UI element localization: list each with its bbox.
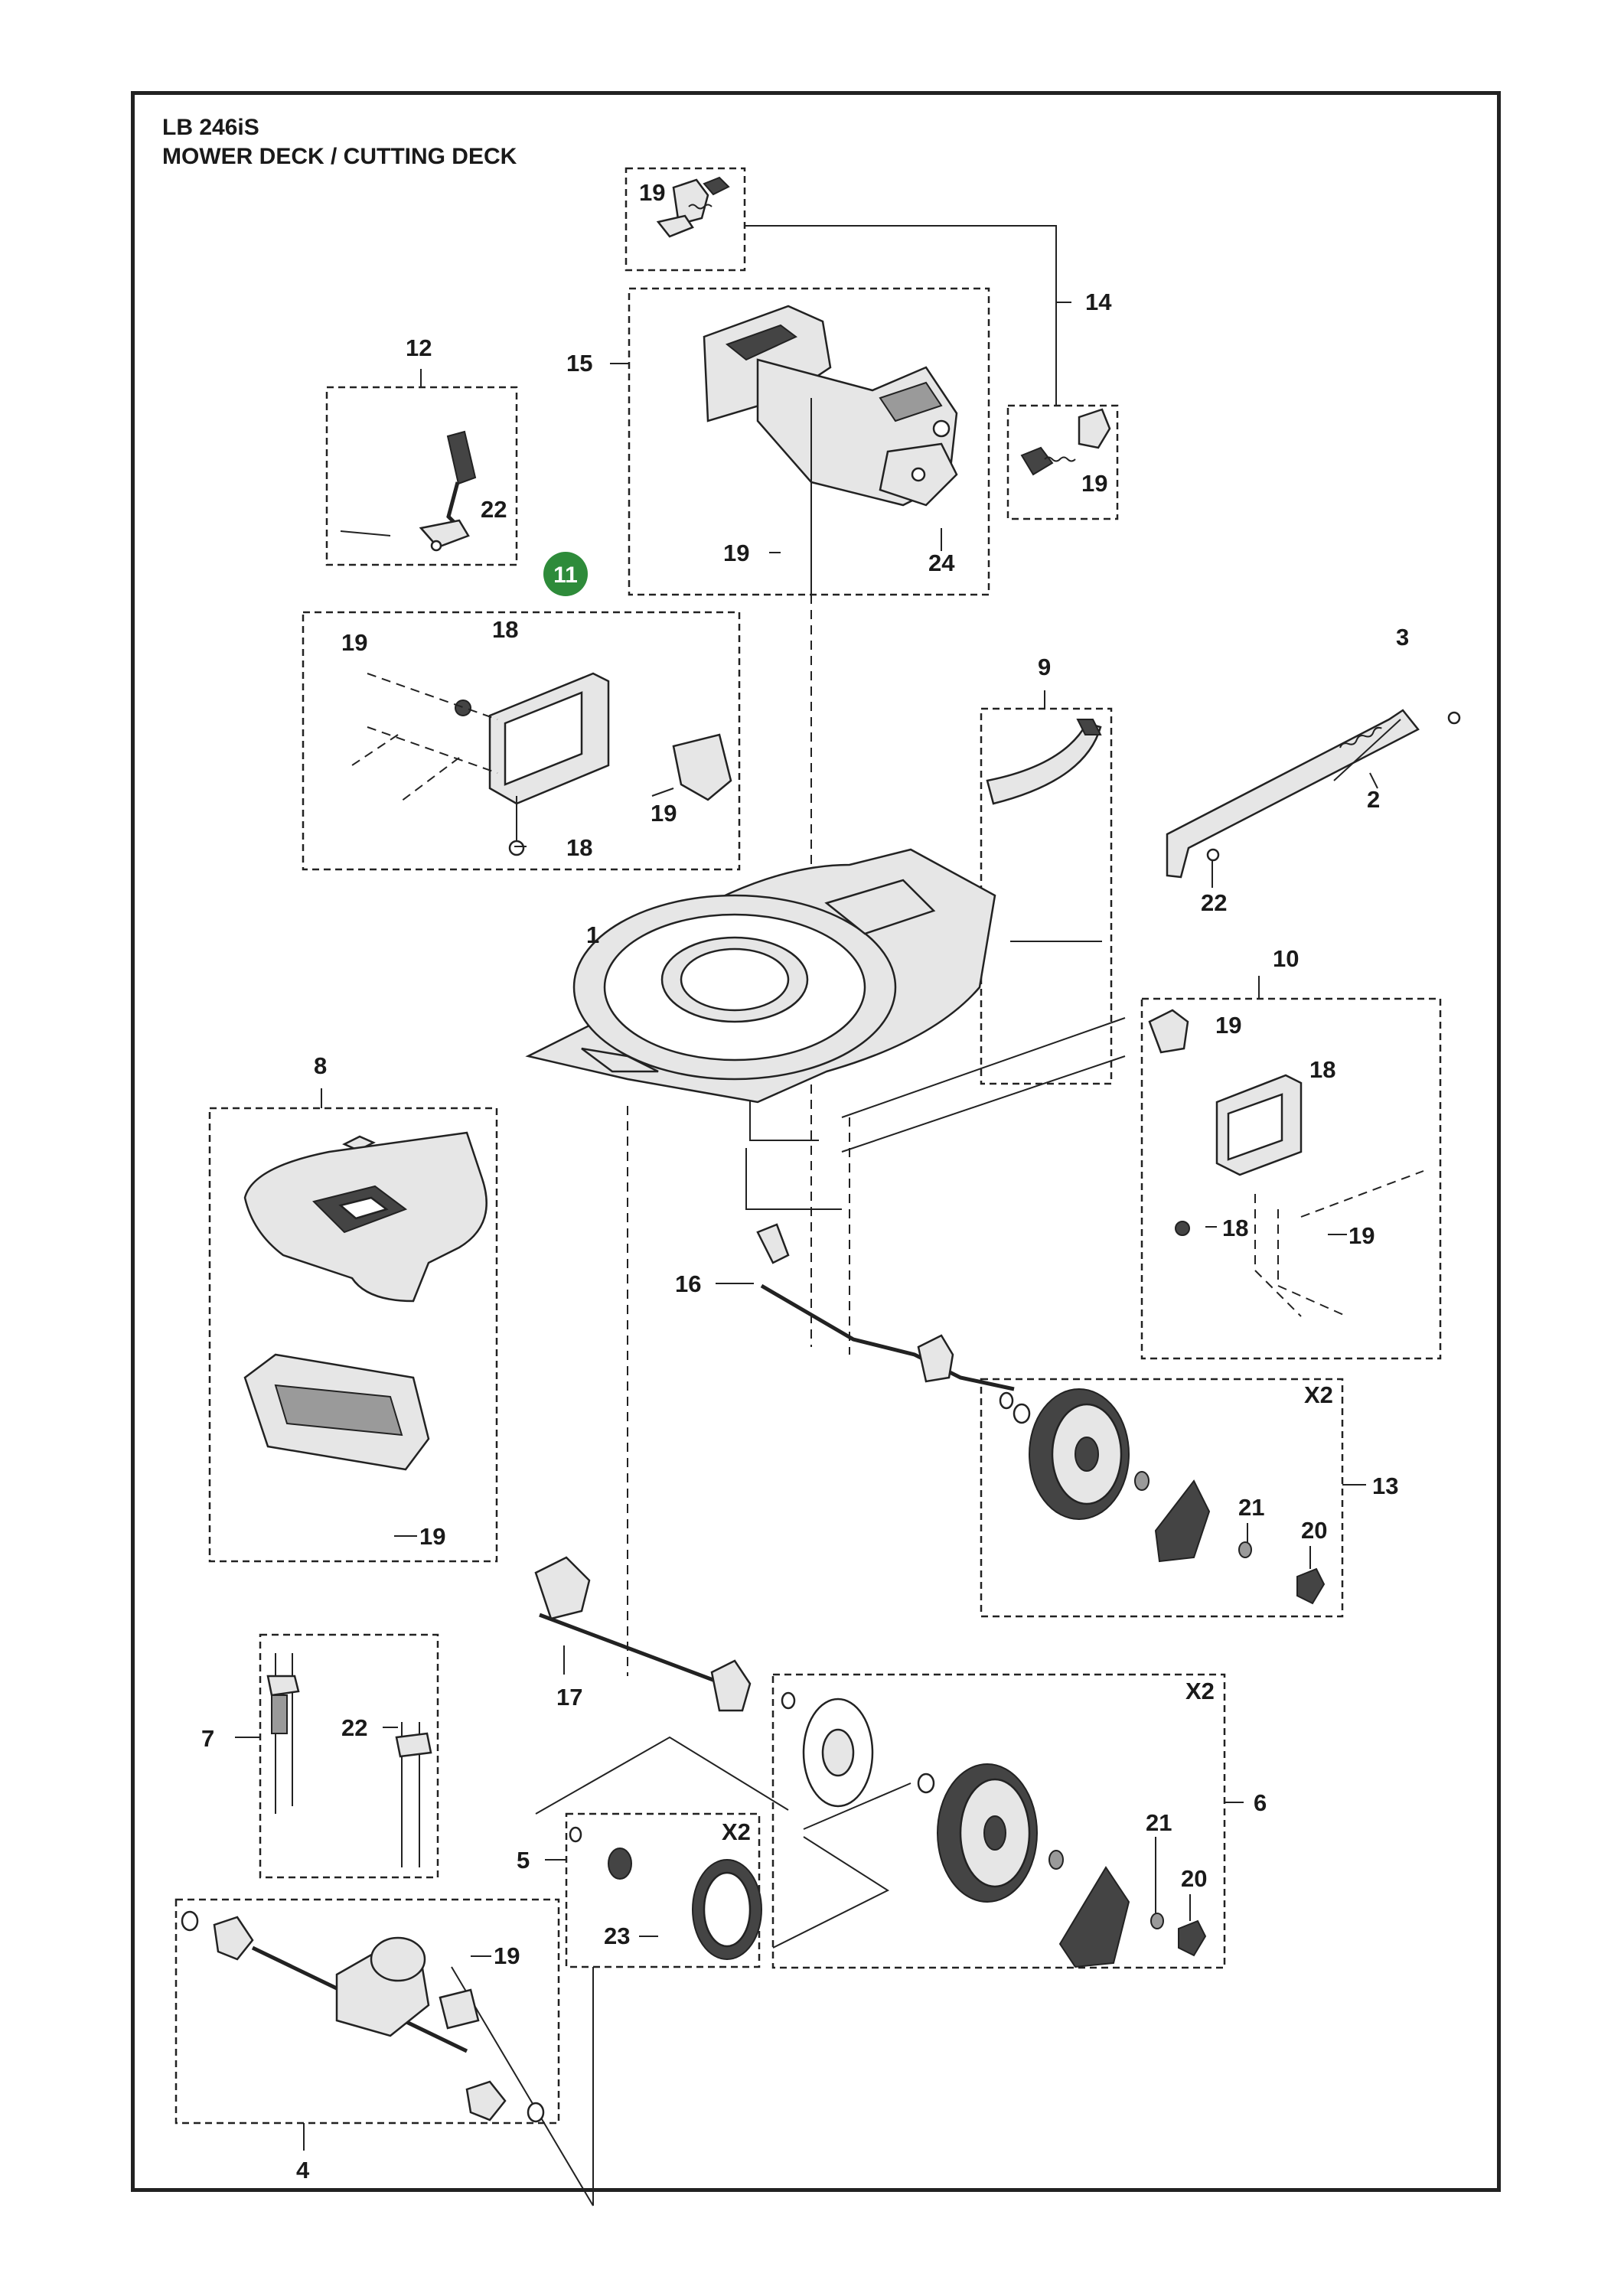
rear-axle-16 — [756, 1223, 1015, 1391]
rear-wheel-13 — [999, 1388, 1326, 1605]
callout-ticks — [383, 528, 1378, 1957]
front-axle-17 — [534, 1556, 752, 1712]
page-frame — [131, 91, 1501, 2192]
box-group-8 — [208, 1107, 498, 1563]
front-wheel-6 — [781, 1691, 1207, 1968]
callout-19-11b: 19 — [651, 800, 677, 827]
callout-19-10a: 19 — [1215, 1012, 1241, 1039]
spring-bracket-top — [656, 176, 730, 238]
cutting-deck-1 — [525, 848, 996, 1104]
callout-19-right: 19 — [1081, 470, 1107, 497]
callout-4: 4 — [296, 2157, 310, 2183]
height-lever-12 — [340, 430, 477, 552]
callout-7: 7 — [201, 1725, 214, 1752]
model-title: LB 246iS — [162, 115, 259, 140]
callout-18-10a: 18 — [1309, 1056, 1335, 1083]
callout-2: 2 — [1367, 786, 1380, 813]
callout-3: 3 — [1396, 624, 1409, 651]
box-group-7 — [259, 1633, 439, 1879]
box-group-14-right — [1006, 404, 1119, 520]
drive-motor-4 — [181, 1910, 545, 2123]
callout-24: 24 — [928, 550, 955, 576]
gear-assembly-5 — [569, 1826, 762, 1960]
battery-tray-8 — [243, 1353, 430, 1471]
callout-10: 10 — [1273, 945, 1299, 972]
callout-x2-front-wheel: X2 — [1185, 1678, 1215, 1704]
callout-17: 17 — [556, 1684, 582, 1711]
callout-19-11a: 19 — [341, 629, 367, 656]
handle-bracket-15 — [703, 305, 958, 597]
box-group-19-top — [624, 167, 746, 272]
rear-flap-9 — [986, 719, 1102, 805]
callout-13: 13 — [1372, 1473, 1398, 1499]
box-group-12 — [325, 386, 518, 566]
callout-6: 6 — [1254, 1789, 1267, 1816]
callout-18-10b: 18 — [1222, 1215, 1248, 1241]
callout-9: 9 — [1038, 654, 1051, 680]
callout-21-rear: 21 — [1238, 1494, 1264, 1521]
box-group-13 — [980, 1378, 1344, 1618]
callout-18-11b: 18 — [566, 834, 592, 861]
box-group-6 — [771, 1673, 1226, 1969]
callout-22-cable: 22 — [341, 1714, 367, 1741]
cable-group-7 — [266, 1653, 432, 1867]
callout-x2-gear: X2 — [722, 1818, 751, 1845]
callout-14: 14 — [1085, 289, 1112, 315]
spring-bracket-right — [1020, 408, 1111, 476]
battery-cover-8 — [243, 1131, 488, 1303]
callout-19-motor: 19 — [494, 1942, 520, 1969]
callout-1: 1 — [586, 921, 599, 948]
callout-23: 23 — [604, 1923, 630, 1949]
handle-rod-3 — [1166, 709, 1461, 879]
highlight-11-number: 11 — [553, 563, 578, 588]
box-group-4 — [174, 1898, 560, 2125]
callout-20-front: 20 — [1181, 1865, 1207, 1892]
callout-22-lever: 22 — [481, 496, 507, 523]
callout-18-11a: 18 — [492, 616, 518, 643]
callout-16: 16 — [675, 1270, 701, 1297]
callout-8: 8 — [314, 1052, 327, 1079]
callout-5: 5 — [517, 1847, 530, 1874]
callout-19-top: 19 — [639, 179, 665, 206]
callout-19-tray: 19 — [419, 1523, 445, 1550]
callout-19-10b: 19 — [1348, 1222, 1375, 1249]
height-adjust-bracket-10 — [1148, 1009, 1424, 1317]
callout-19-deck-bracket: 19 — [723, 540, 749, 566]
callout-20-rear: 20 — [1301, 1517, 1327, 1544]
height-adjust-bracket-11 — [351, 672, 732, 856]
callout-15: 15 — [566, 350, 592, 377]
callout-12: 12 — [406, 334, 432, 361]
callout-21-front: 21 — [1146, 1809, 1172, 1836]
section-title: MOWER DECK / CUTTING DECK — [162, 144, 517, 169]
callout-x2-rear-wheel: X2 — [1304, 1381, 1333, 1408]
box-group-10 — [1140, 997, 1442, 1360]
callout-22-rod: 22 — [1201, 889, 1227, 916]
box-group-11 — [302, 611, 741, 871]
highlight-11-badge[interactable] — [543, 552, 588, 596]
